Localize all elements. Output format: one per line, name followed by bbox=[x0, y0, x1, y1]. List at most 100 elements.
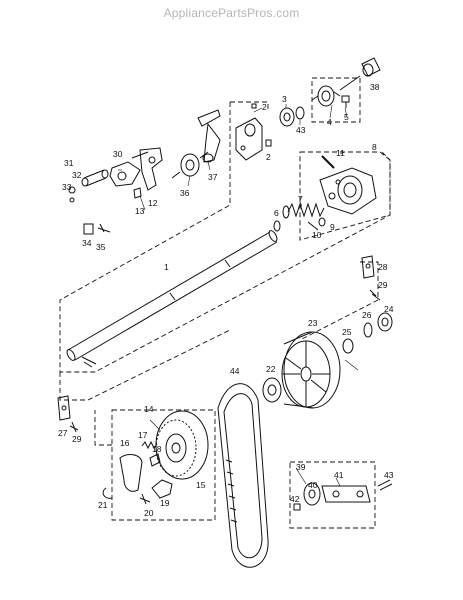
callout-42: 42 bbox=[290, 494, 300, 504]
callout-30: 30 bbox=[113, 149, 123, 159]
callout-22: 22 bbox=[266, 364, 276, 374]
callout-25: 25 bbox=[342, 327, 352, 337]
clutch-housing-part-8 bbox=[319, 167, 377, 215]
nut-part-42 bbox=[293, 503, 301, 511]
callout-6: 6 bbox=[274, 208, 279, 218]
callout-40: 40 bbox=[308, 480, 318, 490]
callout-32: 32 bbox=[72, 170, 82, 180]
callout-21: 21 bbox=[98, 500, 108, 510]
callout-27: 27 bbox=[58, 428, 68, 438]
callout-2-lower: 2 bbox=[266, 152, 271, 162]
callout-15: 15 bbox=[196, 480, 206, 490]
callout-34: 34 bbox=[82, 238, 92, 248]
callout-44: 44 bbox=[230, 366, 240, 376]
arm-part-19 bbox=[151, 479, 173, 499]
screw-part-29-upper bbox=[369, 289, 381, 301]
bracket-part-27 bbox=[57, 395, 71, 421]
brake-shoe-part-16 bbox=[119, 454, 143, 492]
idler-leader bbox=[94, 410, 112, 446]
callout-23: 23 bbox=[308, 318, 318, 328]
screw-part-5 bbox=[341, 95, 350, 108]
spring-part-7 bbox=[282, 202, 325, 219]
gear-part-36 bbox=[171, 151, 209, 179]
callout-3: 3 bbox=[282, 94, 287, 104]
washer-part-26 bbox=[363, 322, 373, 338]
collar-part-3 bbox=[279, 107, 295, 127]
callout-29-upper: 29 bbox=[378, 280, 388, 290]
callout-28: 28 bbox=[378, 262, 388, 272]
pin-part-10 bbox=[307, 221, 319, 231]
callout-35: 35 bbox=[96, 242, 106, 252]
callout-19: 19 bbox=[160, 498, 170, 508]
clip-part-34 bbox=[83, 223, 94, 235]
lever-arm-part-37 bbox=[197, 109, 221, 163]
cam-lever-part-30 bbox=[109, 161, 141, 187]
callout-12: 12 bbox=[148, 198, 158, 208]
hub-part-22 bbox=[262, 377, 282, 403]
washer-part-6 bbox=[273, 220, 281, 232]
small-shaft-part-32 bbox=[81, 169, 109, 187]
callout-20: 20 bbox=[144, 508, 154, 518]
callout-38: 38 bbox=[370, 82, 380, 92]
bearing-part-4 bbox=[311, 85, 341, 107]
link-part-18 bbox=[149, 453, 161, 467]
callout-43-upper: 43 bbox=[296, 125, 306, 135]
callout-24: 24 bbox=[384, 304, 394, 314]
callout-labels: 38 3 4 5 43 2 2 37 31 30 32 33 12 13 36 … bbox=[58, 82, 394, 518]
callout-41: 41 bbox=[334, 470, 344, 480]
dashed-group-lines bbox=[59, 77, 391, 529]
callout-11: 11 bbox=[336, 148, 345, 158]
screw-part-43 bbox=[377, 479, 393, 491]
bracket-part-28 bbox=[361, 255, 375, 279]
callout-2-upper: 2 bbox=[262, 102, 267, 112]
bracket-assembly-boundary bbox=[289, 461, 376, 529]
main-shaft-part bbox=[66, 230, 278, 368]
main-shaft-boundary bbox=[59, 101, 391, 373]
bushing-part-38 bbox=[339, 57, 381, 91]
screw-part-20 bbox=[139, 493, 151, 505]
callout-39: 39 bbox=[296, 462, 306, 472]
callout-9: 9 bbox=[330, 222, 335, 232]
washer-part-43 bbox=[295, 106, 305, 120]
left-lower-leader bbox=[59, 329, 231, 401]
bushing-part-24 bbox=[377, 312, 393, 332]
idler-pulley-part-40 bbox=[303, 482, 321, 506]
screw-part-35 bbox=[97, 223, 111, 233]
idler-bracket-part-41 bbox=[321, 485, 371, 503]
callout-5: 5 bbox=[344, 112, 349, 122]
large-pulley-part-23 bbox=[281, 331, 341, 409]
callout-17: 17 bbox=[138, 430, 148, 440]
callout-10: 10 bbox=[312, 230, 322, 240]
washer-part-9 bbox=[318, 217, 326, 227]
pin-part-11 bbox=[321, 155, 335, 169]
screw-part-29-lower bbox=[69, 421, 79, 433]
callout-13: 13 bbox=[135, 206, 145, 216]
flywheel-part-15 bbox=[155, 410, 209, 480]
callout-4: 4 bbox=[327, 117, 332, 127]
callout-1: 1 bbox=[164, 262, 169, 272]
callout-31: 31 bbox=[64, 158, 74, 168]
e-ring-part-33 bbox=[68, 186, 76, 203]
callout-8: 8 bbox=[372, 142, 377, 152]
lever-bracket-part bbox=[235, 103, 272, 161]
pin-part-13 bbox=[133, 187, 142, 199]
callout-7: 7 bbox=[298, 194, 303, 204]
callout-36: 36 bbox=[180, 188, 190, 198]
callout-14: 14 bbox=[144, 404, 154, 414]
ring-part-25 bbox=[342, 338, 354, 354]
callout-37: 37 bbox=[208, 172, 218, 182]
lower-pulley-boundary bbox=[111, 409, 216, 521]
callout-leaders bbox=[118, 104, 359, 487]
shift-fork-part-12 bbox=[131, 147, 163, 191]
upper-right-boundary bbox=[311, 77, 361, 123]
spring-part-17 bbox=[141, 440, 158, 450]
callout-43-lower: 43 bbox=[384, 470, 394, 480]
callout-18: 18 bbox=[152, 444, 162, 454]
callout-26: 26 bbox=[362, 310, 372, 320]
clip-part-21 bbox=[102, 487, 113, 499]
callout-29-lower: 29 bbox=[72, 434, 82, 444]
watermark-text: AppliancePartsPros.com bbox=[163, 6, 300, 20]
clutch-assembly-boundary bbox=[299, 151, 391, 241]
callout-33: 33 bbox=[62, 182, 72, 192]
